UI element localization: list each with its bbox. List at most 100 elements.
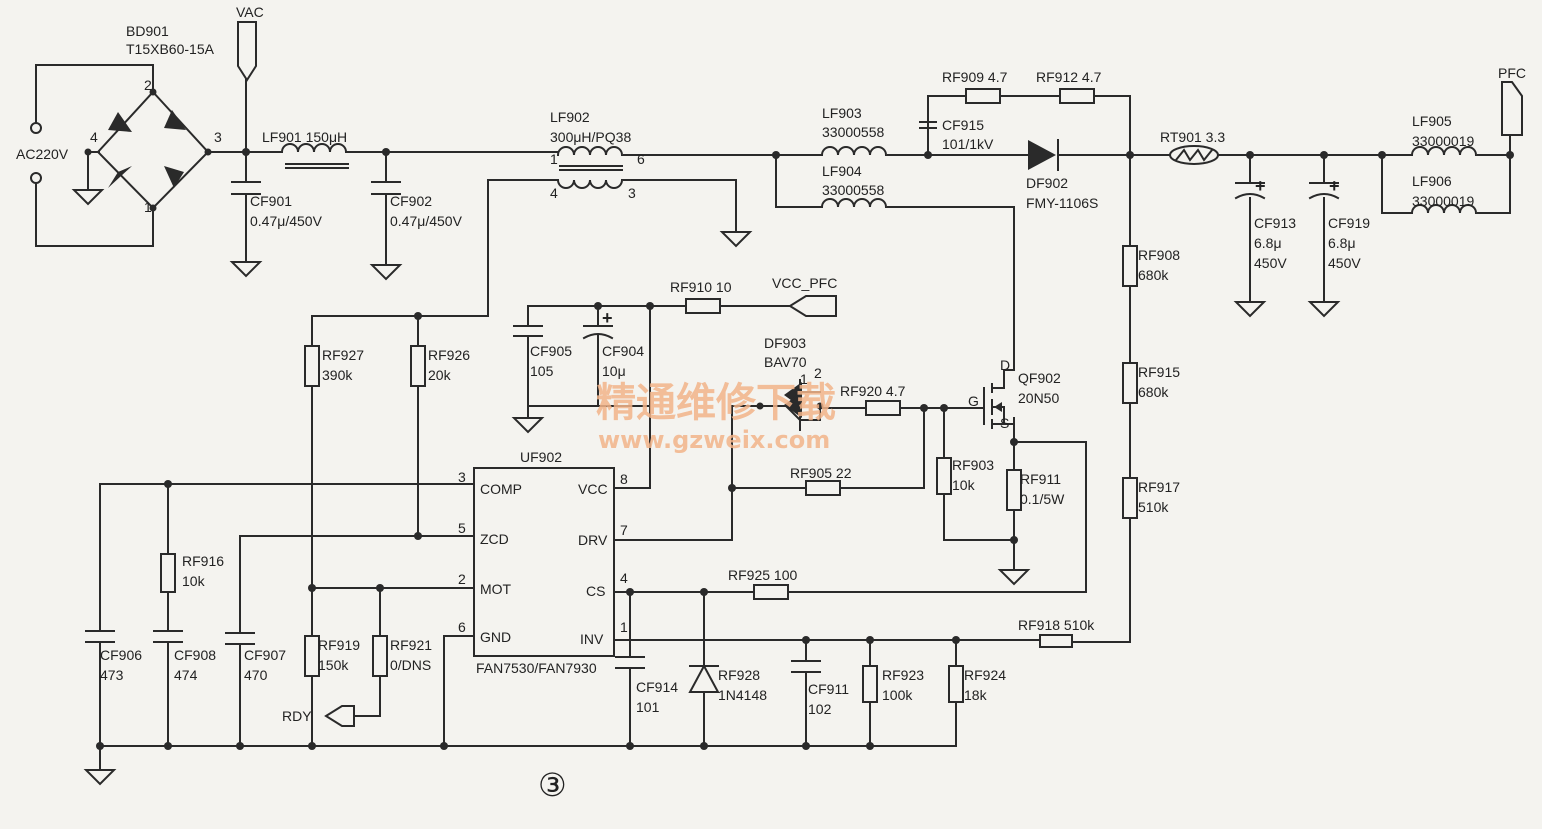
label-q-drain: D: [1000, 357, 1010, 373]
ind-lf902-sec: [556, 178, 624, 189]
res-rf915: [1122, 362, 1138, 404]
label-cf919-val: 6.8μ: [1328, 235, 1356, 251]
cap-cf908: [153, 630, 183, 643]
label-lf902-p1: 1: [550, 151, 558, 167]
label-rf921: RF921: [390, 637, 432, 653]
label-rf919-val: 150k: [318, 657, 349, 673]
label-pin1: 1: [620, 619, 628, 635]
label-lf902-p6: 6: [637, 151, 645, 167]
label-lf901: LF901 150μH: [262, 129, 347, 145]
label-cf907: CF907: [244, 647, 286, 663]
label-bd901: BD901: [126, 23, 169, 39]
label-cs: CS: [586, 583, 605, 599]
label-cf911: CF911: [808, 681, 849, 697]
label-pin8: 8: [620, 471, 628, 487]
ind-lf903: [820, 146, 888, 157]
label-pin5: 5: [458, 520, 466, 536]
label-inv: INV: [580, 631, 604, 647]
label-rf928: RF928: [718, 667, 760, 683]
svg-text:+: +: [602, 308, 613, 328]
watermark: 精通维修下载 www.gzweix.com: [596, 380, 836, 454]
wires: [35, 64, 1511, 771]
watermark-url: www.gzweix.com: [598, 426, 830, 454]
junction-dots: [84, 88, 1514, 750]
label-df903-p1: 1: [800, 371, 808, 387]
label-cf906: CF906: [100, 647, 142, 663]
label-cf914: CF914: [636, 679, 678, 695]
label-cf908: CF908: [174, 647, 216, 663]
label-lf903-val: 33000558: [822, 124, 885, 140]
label-rf927-val: 390k: [322, 367, 353, 383]
label-rf909: RF909 4.7: [942, 69, 1008, 85]
label-cf914-val: 101: [636, 699, 660, 715]
label-rf920: RF920 4.7: [840, 383, 906, 399]
thermistor-rt901: [1169, 145, 1219, 165]
label-cf913: CF913: [1254, 215, 1296, 231]
mosfet-qf902: [983, 369, 1015, 429]
net-flags: [237, 21, 1523, 727]
label-df902-val: FMY-1106S: [1026, 195, 1098, 211]
cap-cf906: [85, 630, 115, 643]
res-rf918: [1039, 634, 1073, 648]
label-cf902: CF902: [390, 193, 432, 209]
label-rf911-val: 0.1/5W: [1020, 491, 1065, 507]
label-pin3: 3: [458, 469, 466, 485]
label-cf904-val: 10μ: [602, 363, 626, 379]
res-rf925: [753, 584, 789, 600]
label-ac220v: AC220V: [16, 146, 69, 162]
label-pin4: 4: [620, 570, 628, 586]
watermark-chinese: 精通维修下载: [596, 380, 836, 426]
diode-rf928: [688, 663, 720, 693]
bridge-rectifier-bd901: [30, 90, 210, 210]
label-cf915-val: 101/1kV: [942, 136, 994, 152]
label-rf919: RF919: [318, 637, 360, 653]
label-bridge-p2: 2: [144, 77, 152, 93]
label-df903: DF903: [764, 335, 806, 351]
label-rf908-val: 680k: [1138, 267, 1169, 283]
label-rf917: RF917: [1138, 479, 1180, 495]
cap-cf901: [231, 181, 261, 195]
cap-cf919: [1308, 182, 1340, 200]
label-rf910: RF910 10: [670, 279, 732, 295]
label-figure-number: ③: [538, 766, 567, 804]
label-rf926: RF926: [428, 347, 470, 363]
res-rf920: [865, 400, 901, 416]
cap-cf905: [513, 325, 543, 337]
res-rf917: [1122, 477, 1138, 519]
label-bridge-p3: 3: [214, 129, 222, 145]
label-cf919-v: 450V: [1328, 255, 1361, 271]
diodes: [688, 139, 1059, 693]
label-df903-p2: 2: [814, 365, 822, 381]
cap-cf902: [371, 181, 401, 195]
cap-cf911: [791, 660, 821, 673]
label-cf913-val: 6.8μ: [1254, 235, 1282, 251]
flag-vac: [237, 21, 257, 82]
label-cf901-val: 0.47μ/450V: [250, 213, 323, 229]
ind-lf901: [280, 143, 353, 154]
res-rf926: [410, 345, 426, 387]
label-cf906-val: 473: [100, 667, 124, 683]
res-rf924: [948, 665, 964, 703]
label-comp: COMP: [480, 481, 522, 497]
res-rf912: [1059, 88, 1095, 104]
ground-symbols: [71, 189, 1341, 786]
label-rf924: RF924: [964, 667, 1006, 683]
label-rf911: RF911: [1020, 471, 1061, 487]
label-pin6: 6: [458, 619, 466, 635]
label-cf911-val: 102: [808, 701, 832, 717]
label-mot: MOT: [480, 581, 512, 597]
res-rf909: [965, 88, 1001, 104]
label-cf904: CF904: [602, 343, 644, 359]
label-pin2: 2: [458, 571, 466, 587]
label-uf902-part: FAN7530/FAN7930: [476, 660, 597, 676]
label-lf902-val: 300μH/PQ38: [550, 129, 631, 145]
label-lf904: LF904: [822, 163, 862, 179]
label-bridge-p4: 4: [90, 129, 98, 145]
label-lf902-p3: 3: [628, 185, 636, 201]
label-rf926-val: 20k: [428, 367, 452, 383]
label-rf928-val: 1N4148: [718, 687, 767, 703]
label-lf902: LF902: [550, 109, 590, 125]
label-drv: DRV: [578, 532, 608, 548]
label-rf923-val: 100k: [882, 687, 913, 703]
diode-df902: [1028, 139, 1059, 171]
